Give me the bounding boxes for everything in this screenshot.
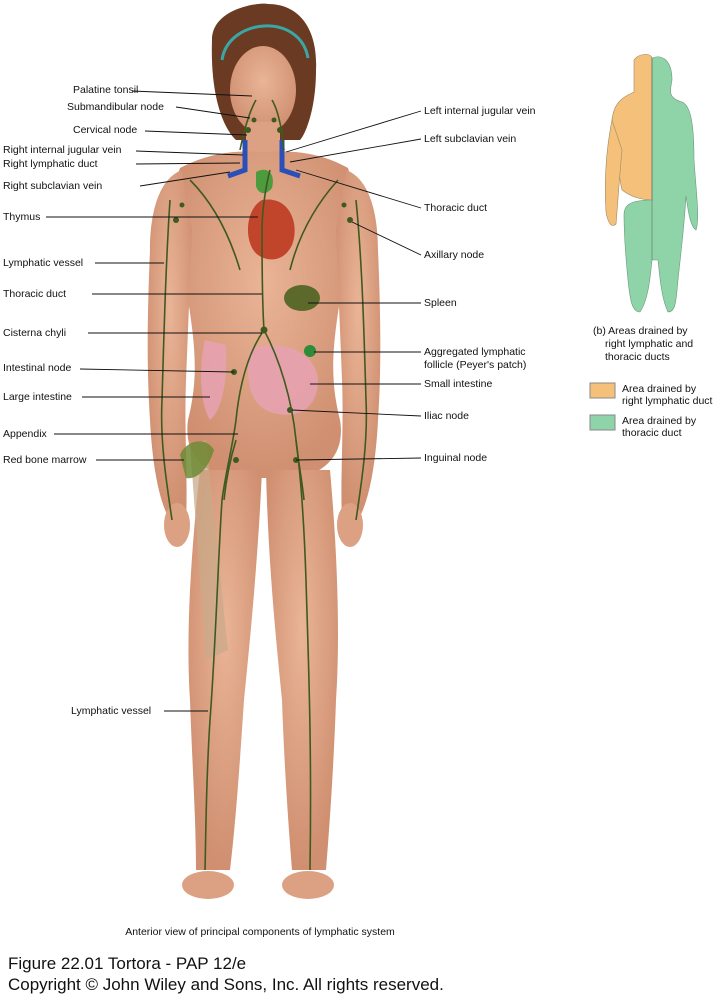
label-right-subclavian-vein: Right subclavian vein: [3, 180, 103, 192]
label-cervical-node: Cervical node: [73, 124, 138, 136]
small-intestine: [248, 345, 318, 415]
label-small-intestine: Small intestine: [424, 378, 493, 390]
peyers-patch: [304, 345, 316, 357]
figure-footer: Figure 22.01 Tortora - PAP 12/e Copyrigh…: [8, 953, 444, 995]
leg-left: [266, 470, 338, 870]
drainage-figure: [604, 54, 699, 313]
label-submandibular-node: Submandibular node: [67, 101, 164, 113]
label-thymus: Thymus: [3, 211, 41, 223]
thymus: [256, 169, 273, 194]
label-appendix: Appendix: [3, 428, 47, 440]
label-aggregated-lymphatic-follicle-2: follicle (Peyer's patch): [424, 359, 527, 371]
legend-swatch-thoracic: [589, 414, 616, 431]
panel-b-caption-line3: thoracic ducts: [605, 351, 670, 363]
label-cisterna-chyli: Cisterna chyli: [3, 327, 67, 339]
legend-thoracic-line1: Area drained by: [622, 415, 697, 427]
lymph-network: [160, 99, 368, 871]
label-intestinal-node: Intestinal node: [3, 362, 72, 374]
drain-thoracic-region: [623, 56, 699, 313]
face: [230, 46, 296, 134]
legend-swatch-right: [589, 382, 616, 399]
label-axillary-node: Axillary node: [424, 249, 485, 261]
large-intestine: [201, 340, 227, 420]
leader-lines: [46, 90, 422, 712]
label-left-internal-jugular-vein: Left internal jugular vein: [424, 105, 536, 117]
legend-thoracic-line2: thoracic duct: [622, 427, 682, 439]
label-large-intestine: Large intestine: [3, 391, 72, 403]
label-thoracic-duct-right: Thoracic duct: [424, 202, 488, 214]
label-inguinal-node: Inguinal node: [424, 452, 488, 464]
figure-caption: Anterior view of principal components of…: [125, 926, 395, 938]
drain-arm-right: [604, 118, 623, 226]
hand-left: [337, 503, 363, 547]
femur: [190, 440, 228, 660]
figure-number: Figure 22.01 Tortora - PAP 12/e: [8, 954, 247, 973]
label-red-bone-marrow: Red bone marrow: [3, 454, 87, 466]
heart: [247, 199, 295, 260]
left-jugular-vein: [279, 140, 301, 179]
hand-right: [164, 503, 190, 547]
label-thoracic-duct-left: Thoracic duct: [3, 288, 67, 300]
label-palatine-tonsil: Palatine tonsil: [73, 84, 139, 96]
label-lymphatic-vessel-leg: Lymphatic vessel: [71, 705, 152, 717]
red-bone-marrow: [180, 441, 214, 479]
label-right-lymphatic-duct: Right lymphatic duct: [3, 158, 98, 170]
legend-right-line1: Area drained by: [622, 383, 697, 395]
foot-right: [182, 871, 234, 899]
headband: [220, 24, 310, 61]
label-iliac-node: Iliac node: [424, 410, 469, 422]
arm-left: [336, 170, 381, 520]
drain-right-region: [611, 54, 653, 201]
label-spleen: Spleen: [424, 297, 457, 309]
right-jugular-vein: [227, 140, 248, 179]
label-aggregated-lymphatic-follicle-1: Aggregated lymphatic: [424, 346, 526, 358]
arm-right: [147, 170, 192, 520]
spleen: [284, 285, 320, 311]
label-left-subclavian-vein: Left subclavian vein: [424, 133, 517, 145]
label-right-internal-jugular-vein: Right internal jugular vein: [3, 144, 122, 156]
copyright-notice: Copyright © John Wiley and Sons, Inc. Al…: [8, 975, 444, 994]
body-figure: [147, 3, 381, 899]
legend-right-line2: right lymphatic duct: [622, 395, 713, 407]
panel-b-caption-line2: right lymphatic and: [605, 338, 694, 350]
label-lymphatic-vessel: Lymphatic vessel: [3, 257, 84, 269]
panel-b-caption-line1: (b) Areas drained by: [593, 325, 688, 337]
foot-left: [282, 871, 334, 899]
